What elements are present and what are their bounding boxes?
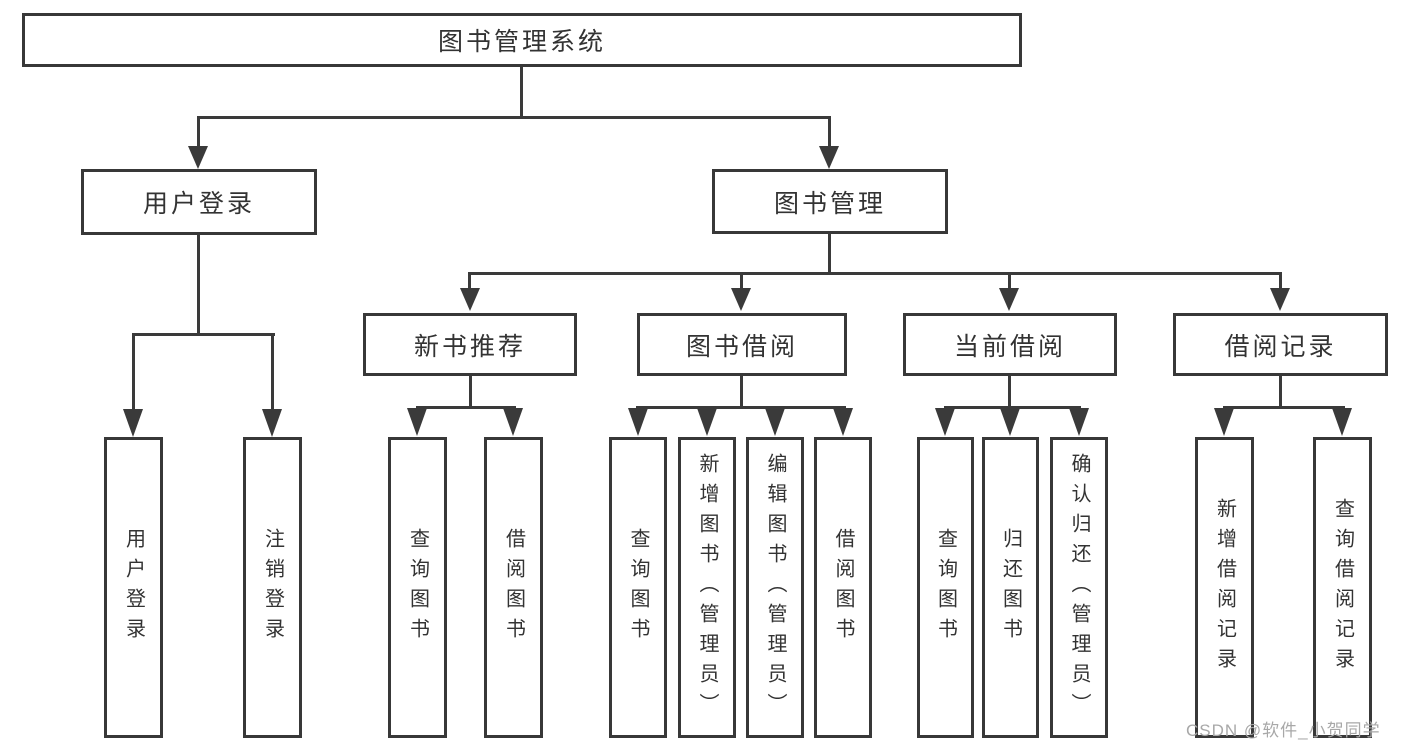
connector-line [828, 233, 831, 275]
arrow-down-icon [1069, 408, 1089, 436]
node-user-login-branch: 用户登录 [81, 169, 317, 235]
connector-line [520, 67, 523, 118]
arrow-down-icon [1214, 408, 1234, 436]
leaf-return-books: 归还图书 [982, 437, 1039, 738]
arrow-down-icon [503, 408, 523, 436]
arrow-down-icon [460, 288, 480, 311]
arrow-down-icon [833, 408, 853, 436]
leaf-add-book-admin: 新增图书（管理员） [678, 437, 736, 738]
node-book-borrowing: 图书借阅 [637, 313, 847, 376]
leaf-user-login: 用户登录 [104, 437, 163, 738]
node-current-borrowing: 当前借阅 [903, 313, 1117, 376]
arrow-down-icon [407, 408, 427, 436]
leaf-logout: 注销登录 [243, 437, 302, 738]
connector-line [197, 234, 200, 335]
leaf-label: 新增图书（管理员） [696, 452, 718, 723]
leaf-borrow-books-borrowing: 借阅图书 [814, 437, 872, 738]
arrow-down-icon [819, 146, 839, 169]
connector-line [740, 272, 743, 289]
leaf-label: 查询借阅记录 [1331, 497, 1354, 678]
connector-line [469, 272, 1282, 275]
leaf-query-books-recommend: 查询图书 [388, 437, 447, 738]
connector-line [944, 406, 1081, 409]
leaf-label: 用户登录 [122, 527, 145, 648]
arrow-down-icon [1332, 408, 1352, 436]
node-label: 图书管理系统 [437, 28, 606, 56]
connector-line [271, 333, 274, 411]
leaf-label: 查询图书 [627, 527, 649, 648]
node-label: 图书借阅 [685, 332, 798, 361]
arrow-down-icon [628, 408, 648, 436]
connector-line [636, 406, 846, 409]
node-label: 借阅记录 [1224, 332, 1337, 361]
leaf-label: 借阅图书 [502, 527, 525, 648]
connector-line [416, 406, 516, 409]
arrow-down-icon [935, 408, 955, 436]
connector-line [1008, 376, 1011, 408]
arrow-down-icon [999, 288, 1019, 311]
connector-line [468, 272, 471, 289]
connector-line [1279, 376, 1282, 408]
leaf-label: 查询图书 [406, 527, 429, 648]
node-new-book-recommendation: 新书推荐 [363, 313, 577, 376]
connector-line [132, 333, 275, 336]
connector-line [197, 116, 200, 147]
node-label: 新书推荐 [413, 332, 526, 361]
arrow-down-icon [1270, 288, 1290, 311]
arrow-down-icon [697, 408, 717, 436]
arrow-down-icon [731, 288, 751, 311]
leaf-label: 查询图书 [934, 527, 957, 648]
connector-line [1279, 272, 1282, 289]
connector-line [132, 333, 135, 411]
leaf-edit-book-admin: 编辑图书（管理员） [746, 437, 804, 738]
connector-line [197, 116, 831, 119]
leaf-borrow-books-recommend: 借阅图书 [484, 437, 543, 738]
leaf-query-books-borrowing: 查询图书 [609, 437, 667, 738]
connector-line [469, 376, 472, 408]
leaf-query-borrow-record: 查询借阅记录 [1313, 437, 1372, 738]
connector-line [1223, 406, 1345, 409]
leaf-query-books-current: 查询图书 [917, 437, 974, 738]
arrow-down-icon [262, 409, 282, 437]
leaf-label: 归还图书 [999, 527, 1022, 648]
arrow-down-icon [188, 146, 208, 169]
arrow-down-icon [123, 409, 143, 437]
leaf-label: 新增借阅记录 [1213, 497, 1236, 678]
leaf-confirm-return-admin: 确认归还（管理员） [1050, 437, 1108, 738]
arrow-down-icon [765, 408, 785, 436]
leaf-label: 编辑图书（管理员） [764, 452, 786, 723]
node-book-management: 图书管理 [712, 169, 948, 234]
node-borrowing-records: 借阅记录 [1173, 313, 1388, 376]
node-label: 用户登录 [142, 190, 255, 218]
connector-line [828, 116, 831, 147]
node-library-management-system: 图书管理系统 [22, 13, 1022, 67]
leaf-label: 注销登录 [261, 527, 284, 648]
node-label: 当前借阅 [953, 332, 1066, 361]
arrow-down-icon [1000, 408, 1020, 436]
connector-line [1008, 272, 1011, 289]
leaf-label: 借阅图书 [832, 527, 854, 648]
connector-line [740, 376, 743, 408]
leaf-add-borrow-record: 新增借阅记录 [1195, 437, 1254, 738]
node-label: 图书管理 [773, 189, 886, 218]
csdn-watermark: CSDN @软件_小贺同学 [1186, 721, 1381, 740]
leaf-label: 确认归还（管理员） [1068, 452, 1090, 723]
